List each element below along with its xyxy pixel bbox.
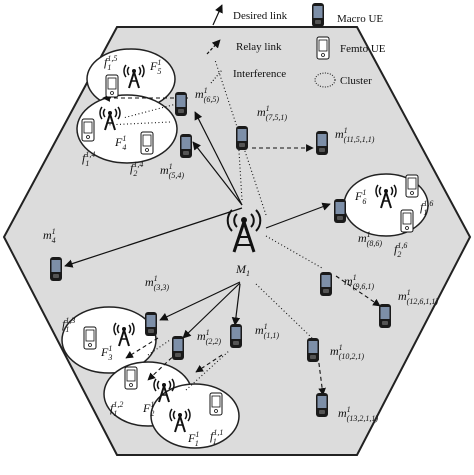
legend-femto-ue: Femto UE bbox=[340, 43, 386, 55]
macro-ue-7-5-1-label: m1(7,5,1) bbox=[257, 104, 287, 122]
macro-ue-6-5-label: m1(6,5) bbox=[195, 86, 219, 104]
desired-links bbox=[64, 111, 331, 339]
legend-cluster: Cluster bbox=[340, 75, 372, 87]
macro-ue-11-5-1-1-label: m1(11,5,1,1) bbox=[335, 126, 375, 144]
macro-ue-icon bbox=[312, 3, 324, 27]
macro-ue-10-2-1-label: m1(10,2,1) bbox=[330, 343, 364, 361]
macro-bs-label: M1 bbox=[235, 262, 250, 278]
femto-ue-f1-2 bbox=[124, 366, 138, 390]
macro-ue-2-2 bbox=[172, 336, 184, 360]
legend-macro-ue: Macro UE bbox=[337, 13, 383, 25]
macro-ue-8-6 bbox=[334, 199, 346, 223]
macro-ue-3-3-label: m1(3,3) bbox=[145, 274, 169, 292]
femto-ue-f1-3 bbox=[83, 326, 97, 350]
femto-ue-f1-1 bbox=[209, 392, 223, 416]
macro-ue-13-2-1-1 bbox=[316, 393, 328, 417]
femto-ue-f2-4 bbox=[140, 131, 154, 155]
macro-ues: m1(6,5) m1(5,4) m1(7,5,1) m1(11,5,1,1) m… bbox=[43, 86, 438, 423]
macro-ue-12-6-1-1 bbox=[379, 304, 391, 328]
legend-desired-link-line bbox=[212, 4, 223, 26]
femto-ue-icon bbox=[316, 36, 330, 60]
macro-ue-9-6-1-label: m1(9,6,1) bbox=[344, 273, 374, 291]
femto-ue-f1-4 bbox=[81, 118, 95, 142]
legend-desired-link: Desired link bbox=[233, 10, 288, 22]
macro-ue-3-3 bbox=[145, 312, 157, 336]
macro-ue-7-5-1 bbox=[236, 126, 248, 150]
legend-interference: Interference bbox=[233, 68, 286, 80]
macro-ue-9-6-1 bbox=[320, 272, 332, 296]
macro-ue-10-2-1 bbox=[307, 338, 319, 362]
femto-ue-f1-5 bbox=[105, 74, 119, 98]
femto-ue-f1-6 bbox=[405, 174, 419, 198]
macro-ue-1-1-label: m1(1,1) bbox=[255, 322, 279, 340]
macro-base-station: M1 bbox=[226, 209, 262, 278]
antenna-tower-icon bbox=[226, 209, 262, 253]
interference-links bbox=[105, 59, 323, 391]
legend-relay-link: Relay link bbox=[236, 41, 282, 53]
macro-ue-2-2-label: m1(2,2) bbox=[197, 328, 221, 346]
femto-ue-f2-6 bbox=[400, 209, 414, 233]
macro-ue-12-6-1-1-label: m1(12,6,1,1) bbox=[398, 288, 438, 306]
legend-relay-link-line bbox=[206, 39, 221, 55]
macro-ue-5-4 bbox=[180, 134, 192, 158]
macro-ue-5-4-label: m1(5,4) bbox=[160, 162, 184, 180]
macro-ue-11-5-1-1 bbox=[316, 131, 328, 155]
macro-ue-13-2-1-1-label: m1(13,2,1,1) bbox=[338, 405, 378, 423]
macro-ue-4 bbox=[50, 257, 62, 281]
macro-ue-1-1 bbox=[230, 324, 242, 348]
macro-ue-6-5 bbox=[175, 92, 187, 116]
macro-ue-8-6-label: m1(8,6) bbox=[358, 230, 382, 248]
legend: Desired link Relay link Interference Mac… bbox=[206, 3, 386, 88]
cluster-icon bbox=[314, 72, 336, 88]
